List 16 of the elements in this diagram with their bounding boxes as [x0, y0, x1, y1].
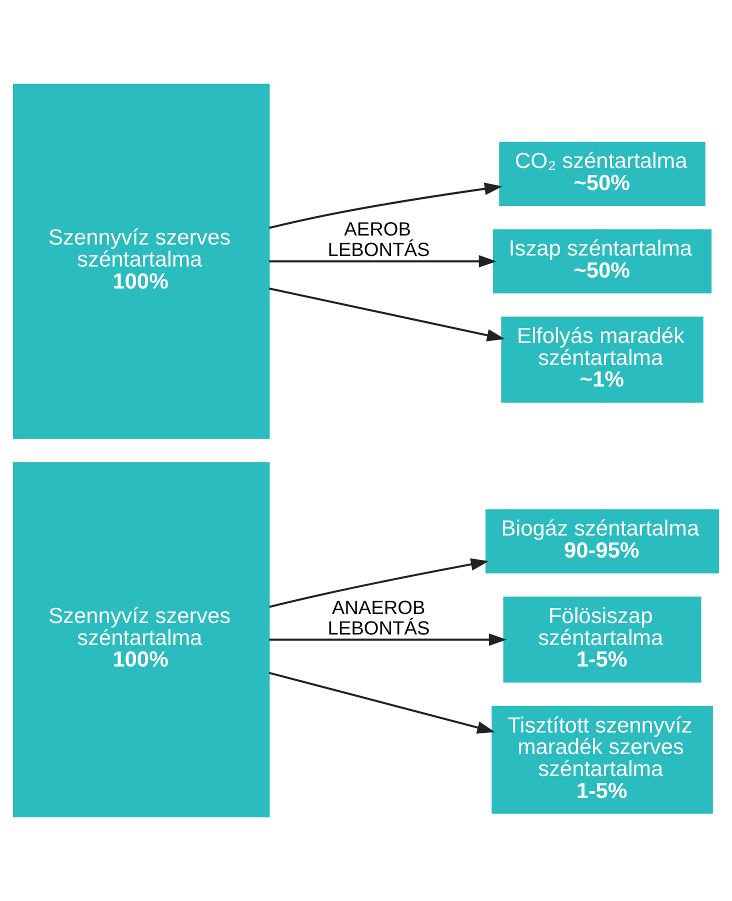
node-box: Szennyvíz szerves széntartalma 100% [12, 84, 270, 439]
node-box: Szennyvíz szerves széntartalma 100% [12, 462, 270, 818]
edge-label: AEROB LEBONTÁS [328, 220, 430, 262]
edge-label: ANAEROB LEBONTÁS [328, 598, 430, 640]
arrow [269, 255, 497, 268]
arrow [268, 672, 496, 734]
node-box: CO₂ széntartalma ~50% [499, 142, 706, 206]
node-box: Biogáz széntartalma 90-95% [486, 509, 720, 574]
node-box: Fölösiszap széntartalma 1-5% [503, 596, 702, 683]
arrow [269, 182, 502, 229]
arrow [269, 558, 489, 608]
node-box: Tisztított szennyvíz maradék szerves széntartalma 1-5% [492, 706, 713, 814]
arrow [268, 287, 505, 342]
node-box: Iszap széntartalma ~50% [493, 229, 712, 294]
arrow [269, 633, 507, 646]
node-box: Elfolyás maradék széntartalma ~1% [501, 316, 704, 403]
